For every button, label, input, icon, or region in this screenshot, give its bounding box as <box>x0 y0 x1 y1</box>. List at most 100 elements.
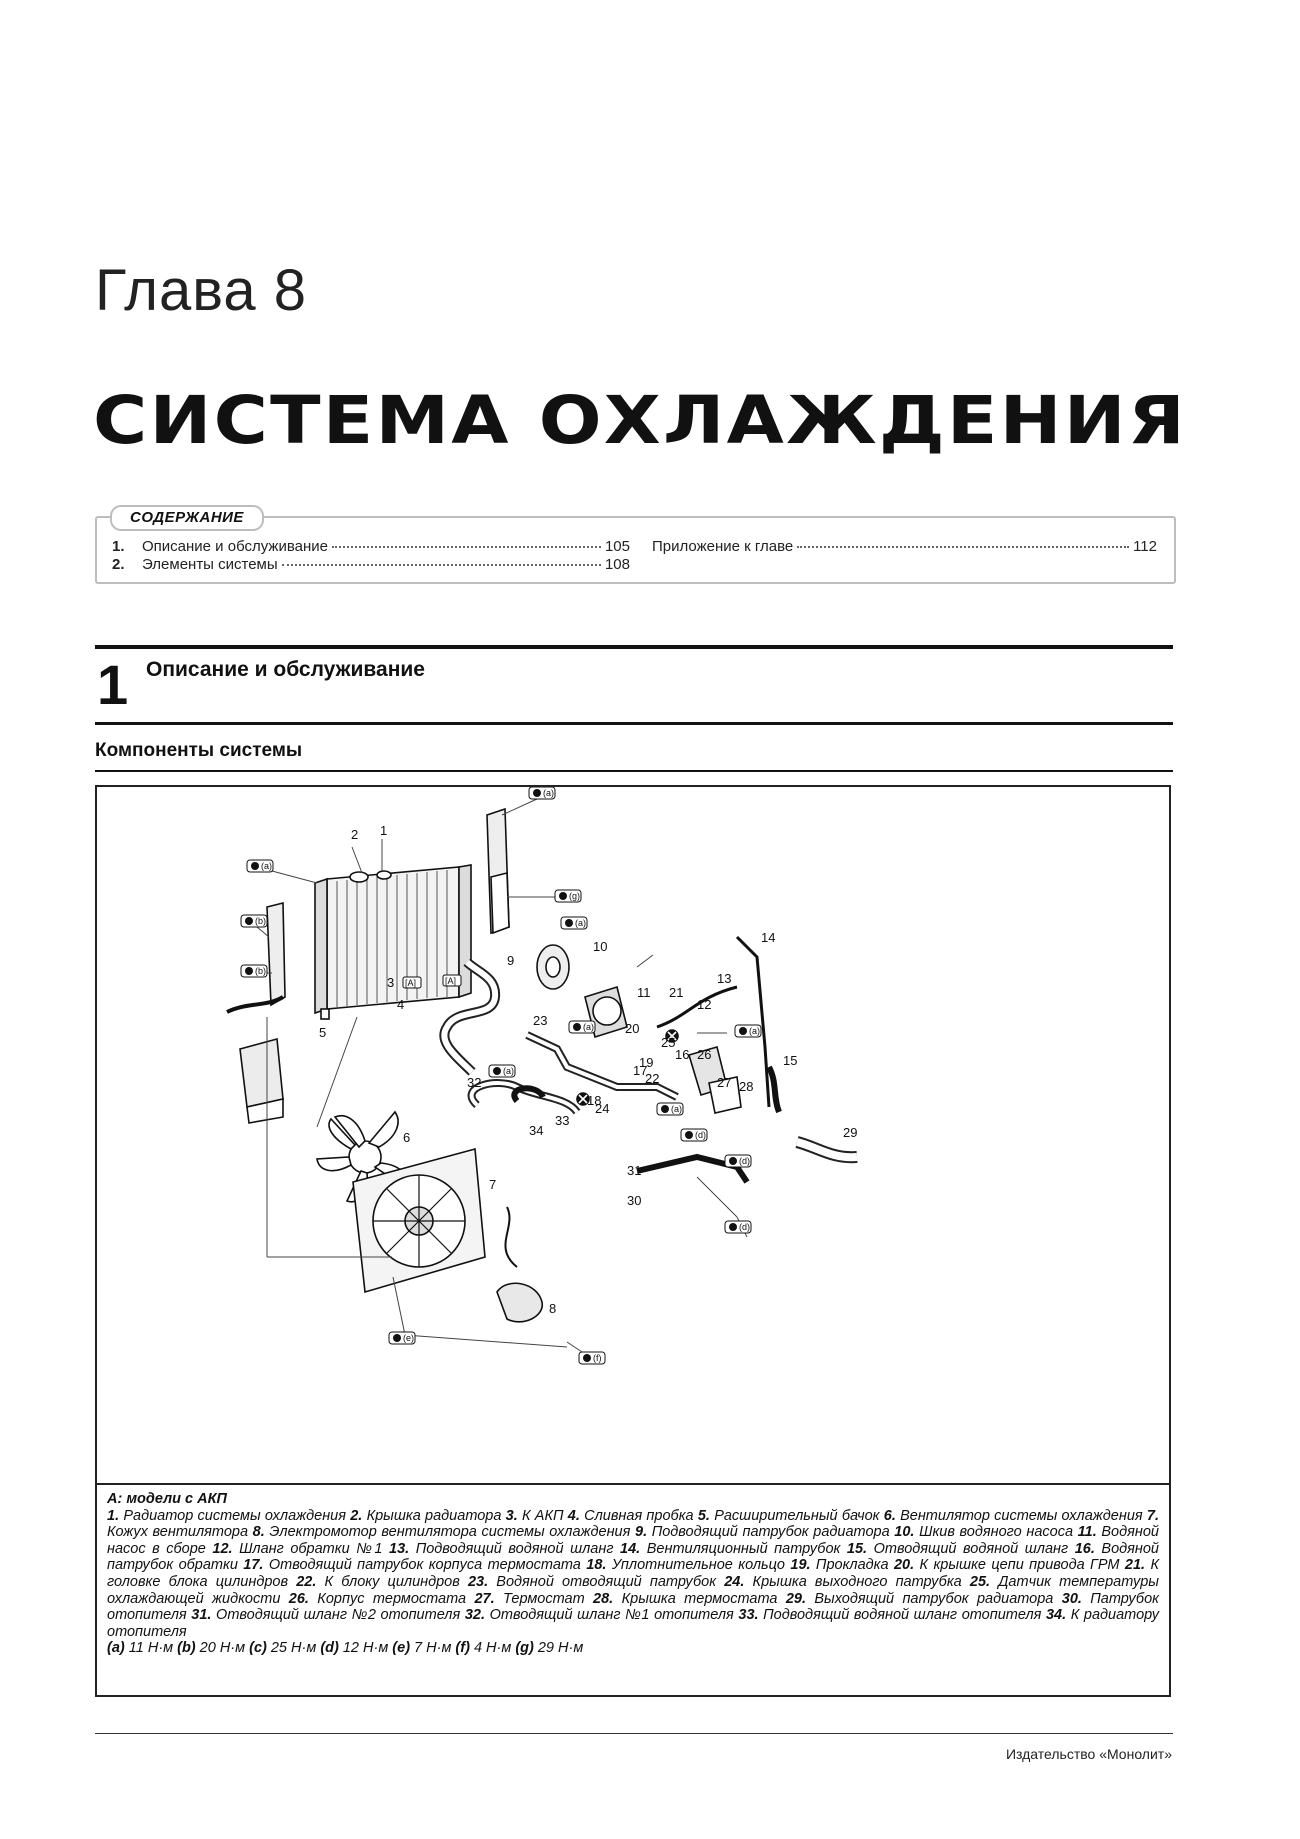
caption-item-number: 7. <box>1146 1507 1159 1524</box>
torque-mark: (a) <box>543 788 554 798</box>
caption-item-text: Вентилятор системы охлаждения <box>895 1507 1147 1524</box>
toc-item[interactable]: 1. Описание и обслуживание 105 <box>112 538 630 556</box>
callout: 18 <box>587 1093 601 1108</box>
caption-item-number: 26. <box>288 1590 309 1607</box>
callout: 14 <box>761 930 775 945</box>
caption-item-text: Электромотор вентилятора системы охлажде… <box>264 1524 635 1541</box>
section-title: Описание и обслуживание <box>146 658 425 681</box>
cooling-system-exploded-diagram: (a) (a) (b) (b) (g) (a) (a) (a) (a) (a) … <box>226 787 858 1365</box>
torque-key: (e) <box>392 1640 411 1657</box>
caption-item-text: Прокладка <box>810 1557 894 1574</box>
caption-item-number: 12. <box>212 1540 233 1557</box>
caption-item-number: 9. <box>635 1524 648 1541</box>
torque-mark: (g) <box>569 891 580 901</box>
toc-item[interactable]: Приложение к главе 112 <box>652 538 1157 556</box>
caption-item-text: Отводящий шланг №2 отопителя <box>211 1607 465 1624</box>
subsection-title: Компоненты системы <box>95 740 303 761</box>
torque-mark: (b) <box>255 916 266 926</box>
toc-header: СОДЕРЖАНИЕ <box>110 505 264 531</box>
caption-item-number: 20. <box>893 1557 915 1574</box>
caption-item-number: 24. <box>724 1573 745 1590</box>
caption-item-text: Шланг обратки №1 <box>232 1540 390 1557</box>
caption-item-number: 2. <box>350 1507 363 1524</box>
toc-leader-dots <box>281 564 601 566</box>
callout: 23 <box>533 1013 547 1028</box>
torque-value: 12 Н·м <box>338 1640 393 1657</box>
torque-mark: (a) <box>261 861 272 871</box>
toc-leader-dots <box>331 546 601 548</box>
caption-item-number: 6. <box>883 1507 896 1524</box>
callout-numbers: 1 2 3 4 5 6 7 8 9 10 11 12 13 14 15 16 1… <box>319 823 857 1316</box>
chapter-label: Глава 8 <box>95 258 308 323</box>
callout: 16 <box>675 1047 689 1062</box>
caption-item-number: 11. <box>1077 1524 1097 1541</box>
callout: 13 <box>717 971 731 986</box>
torque-mark: (a) <box>575 918 586 928</box>
caption-item-text: Сливная пробка <box>579 1507 698 1524</box>
table-of-contents: СОДЕРЖАНИЕ 1. Описание и обслуживание 10… <box>95 505 1176 584</box>
callout: 1 <box>380 823 387 838</box>
caption-item-text: Кожух вентилятора <box>107 1524 253 1541</box>
variant-mark: [A] <box>405 978 416 988</box>
fan-shroud-illustration <box>352 1147 486 1294</box>
callout: 15 <box>783 1053 797 1068</box>
caption-item-number: 23. <box>467 1573 489 1590</box>
callout: 19 <box>639 1055 653 1070</box>
caption-item-number: 3. <box>505 1507 518 1524</box>
caption-item-text: Шкив водяного насоса <box>914 1524 1078 1541</box>
callout: 27 <box>717 1075 731 1090</box>
toc-item-number: 2. <box>112 556 125 573</box>
caption-legend: 1. Радиатор системы охлаждения 2. Крышка… <box>107 1508 1159 1641</box>
torque-key: (g) <box>515 1640 534 1657</box>
callout: 25 <box>661 1035 675 1050</box>
callout: 28 <box>739 1079 753 1094</box>
caption-item-number: 19. <box>790 1557 811 1574</box>
caption-item-number: 27. <box>474 1590 495 1607</box>
caption-item-number: 10. <box>894 1524 915 1541</box>
caption-item-text: Крышка термостата <box>613 1590 786 1607</box>
caption-item-text: Подводящий патрубок радиатора <box>647 1524 895 1541</box>
toc-leader-dots <box>797 546 1130 548</box>
section-bottom-rule <box>95 722 1173 725</box>
callout: 21 <box>669 985 683 1000</box>
toc-item-text: Описание и обслуживание <box>142 538 328 555</box>
caption-item-text: К головке блока цилиндров <box>107 1557 1160 1590</box>
callout: 11 <box>637 985 651 1000</box>
callout: 3 <box>387 975 394 990</box>
caption-item-number: 5. <box>697 1507 710 1524</box>
torque-value: 29 Н·м <box>533 1640 584 1657</box>
caption-item-text: Водяной насос в сборе <box>107 1524 1159 1557</box>
caption-item-text: Вентиляционный патрубок <box>640 1540 847 1557</box>
torque-value: 25 Н·м <box>266 1640 321 1657</box>
callout: 32 <box>467 1075 481 1090</box>
footer-rule <box>95 1733 1173 1734</box>
caption-item-number: 17. <box>243 1557 264 1574</box>
toc-item-text: Приложение к главе <box>652 538 794 555</box>
toc-item[interactable]: 2. Элементы системы 108 <box>112 556 630 574</box>
caption-item-text: Отводящий водяной шланг <box>867 1540 1075 1557</box>
components-figure: (a) (a) (b) (b) (g) (a) (a) (a) (a) (a) … <box>95 785 1171 1697</box>
section-number: 1 <box>97 653 129 716</box>
callout: 26 <box>697 1047 711 1062</box>
callout: 29 <box>843 1125 857 1140</box>
chapter-title: СИСТЕМА ОХЛАЖДЕНИЯ <box>93 382 1188 459</box>
callout: 5 <box>319 1025 326 1040</box>
subsection-rule <box>95 770 1173 772</box>
callout: 30 <box>627 1193 641 1208</box>
torque-mark: (d) <box>739 1156 750 1166</box>
torque-key: (a) <box>107 1640 125 1657</box>
caption-item-number: 31. <box>191 1607 212 1624</box>
torque-value: 20 Н·м <box>195 1640 250 1657</box>
caption-item-text: Расширительный бачок <box>709 1507 884 1524</box>
callout: 10 <box>593 939 607 954</box>
caption-item-number: 4. <box>567 1507 580 1524</box>
caption-item-text: Водяной отводящий патрубок <box>488 1573 725 1590</box>
toc-item-page: 112 <box>1133 538 1157 555</box>
torque-mark: (e) <box>403 1333 414 1343</box>
torque-mark: (d) <box>739 1222 750 1232</box>
torque-value: 4 Н·м <box>469 1640 516 1657</box>
callout: 22 <box>645 1071 659 1086</box>
caption-item-text: Датчик температуры охлаждающей жидкости <box>107 1573 1159 1607</box>
caption-item-text: К блоку цилиндров <box>316 1573 468 1590</box>
caption-variant: А: модели с АКП <box>107 1491 227 1507</box>
